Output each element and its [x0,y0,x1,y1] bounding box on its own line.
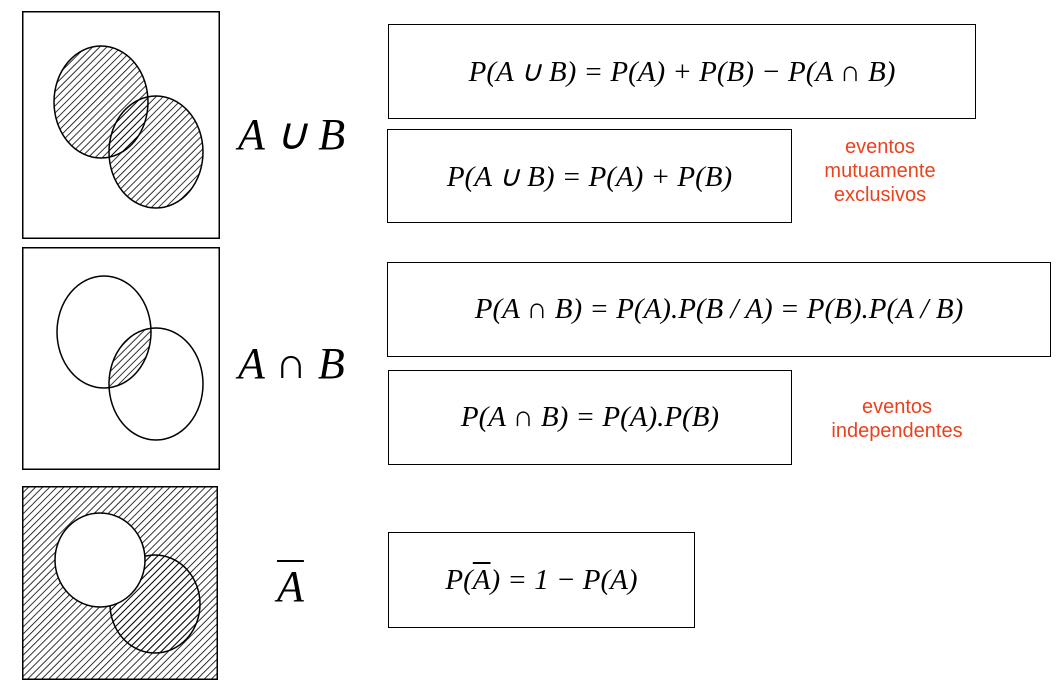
note-line: eventos [844,136,916,158]
complement-label: A [277,562,304,611]
venn-intersection-diagram [22,247,220,470]
venn-union-diagram [22,11,220,239]
venn-complement-diagram [22,486,218,680]
union-general-formula: P(A ∪ B) = P(A) + P(B) − P(A ∩ B) [388,24,976,119]
intersection-label: A ∩ B [238,339,345,388]
note-line: eventos [861,396,933,418]
union-exclusive-formula: P(A ∪ B) = P(A) + P(B) [387,129,792,223]
note-line: independentes [831,420,963,442]
independent-note: eventos independentes [807,395,987,443]
complement-formula-text: P(A) = 1 − P(A) [445,563,638,596]
note-line: exclusivos [833,184,927,206]
intersection-general-formula: P(A ∩ B) = P(A).P(B / A) = P(B).P(A / B) [387,262,1051,357]
complement-symbol: A [472,563,491,596]
note-line: mutuamente [824,160,936,182]
union-label: A ∪ B [238,110,346,159]
complement-formula: P(A) = 1 − P(A) [388,532,695,628]
intersection-independent-formula: P(A ∩ B) = P(A).P(B) [388,370,792,465]
mutually-exclusive-note: eventos mutuamente exclusivos [805,135,955,207]
